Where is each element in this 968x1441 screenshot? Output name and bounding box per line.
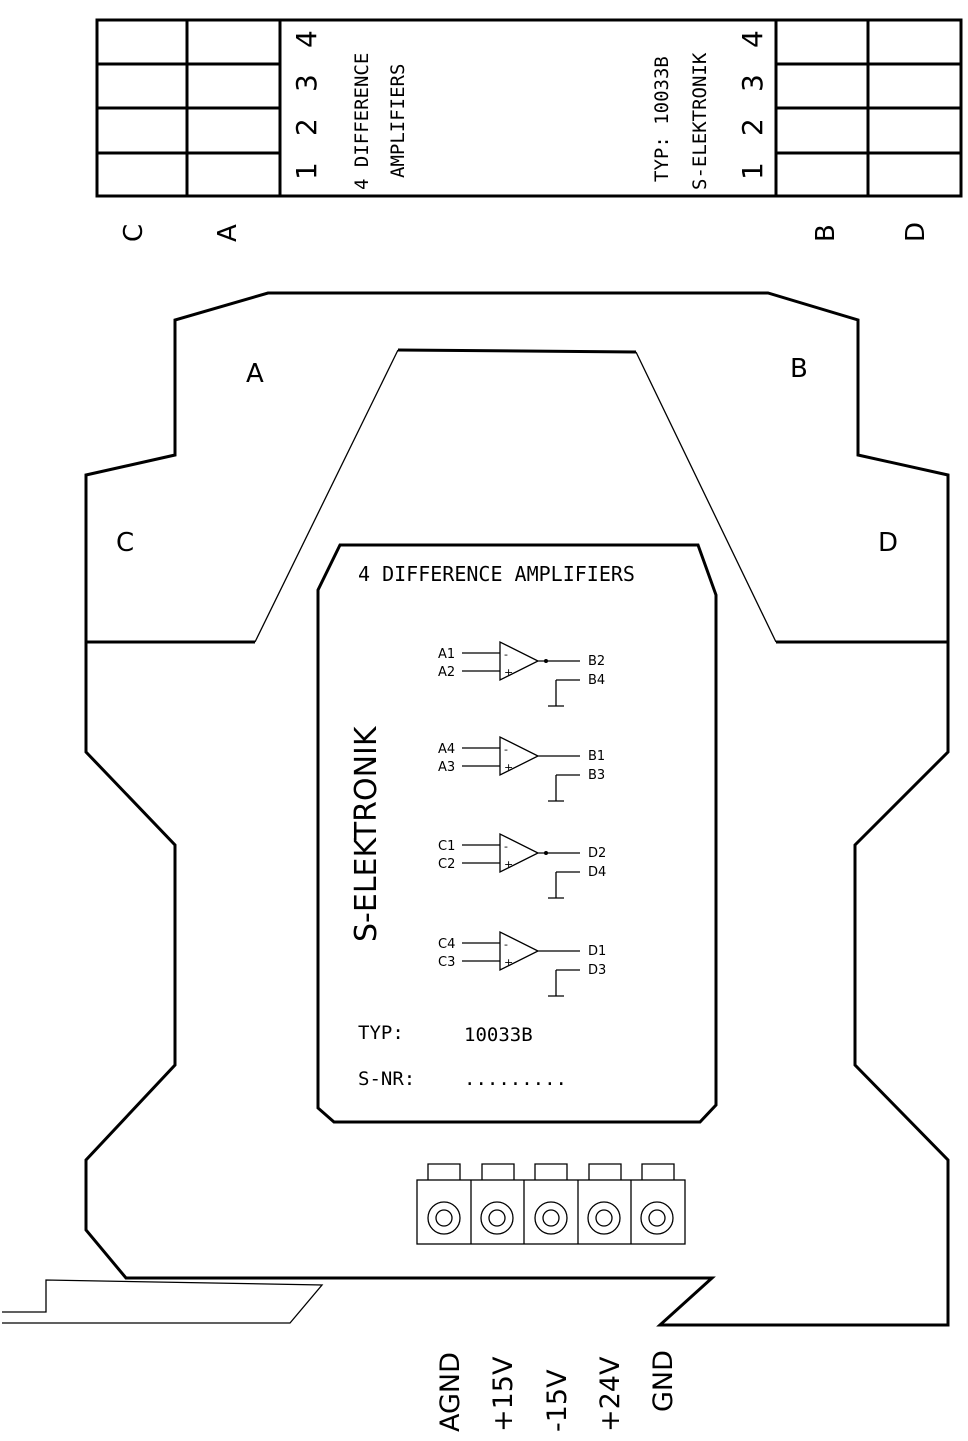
strip-right-number-1: 1: [736, 162, 769, 180]
panel-typ-value: 10033B: [464, 1024, 533, 1046]
amp-2-output: B1: [588, 749, 605, 764]
din-rail-clip: [2, 1279, 324, 1324]
amp-4-input-plus: C3: [438, 955, 455, 970]
power-labels: AGND +15V -15V +24V GND: [435, 1350, 679, 1432]
strip-typ: TYP: 10033B: [651, 56, 673, 182]
power-terminal-block: AGND +15V -15V +24V GND: [416, 1163, 686, 1432]
housing-right-slope: [635, 351, 777, 643]
housing-label-c: C: [116, 528, 134, 558]
housing-left-slope: [254, 349, 399, 643]
amp-3-reference: D4: [588, 865, 606, 880]
strip-column-label-b: B: [811, 224, 841, 242]
power-label-agnd: AGND: [435, 1352, 466, 1432]
svg-text:+: +: [504, 666, 513, 679]
panel-snr-label: S-NR:: [358, 1068, 415, 1090]
terminal-block-outline: [416, 1179, 686, 1245]
panel-title: 4 DIFFERENCE AMPLIFIERS: [358, 562, 635, 586]
housing-label-b: B: [790, 354, 808, 384]
strip-subtitle: AMPLIFIERS: [387, 64, 409, 178]
amplifier-4: C4 C3 - + D1 D3: [438, 930, 606, 997]
housing-label-a: A: [246, 359, 264, 389]
svg-text:+: +: [504, 761, 513, 774]
amp-2-reference: B3: [588, 768, 605, 783]
power-label-gnd: GND: [648, 1350, 679, 1412]
screw-terminal-5[interactable]: [640, 1201, 674, 1235]
strip-title: 4 DIFFERENCE: [351, 53, 373, 190]
terminal-block-tabs: [427, 1163, 675, 1180]
strip-column-label-c: C: [119, 224, 149, 242]
screw-terminal-3[interactable]: [534, 1201, 568, 1235]
svg-text:-: -: [504, 743, 508, 756]
screw-terminal-1[interactable]: [427, 1201, 461, 1235]
strip-column-label-d: D: [901, 222, 931, 242]
svg-text:-: -: [504, 648, 508, 661]
strip-right-number-3: 3: [736, 74, 769, 92]
strip-column-labels: C A B D: [119, 222, 931, 242]
housing-label-d: D: [878, 528, 898, 558]
amplifier-1: A1 A2 - + B2 B4: [438, 640, 605, 707]
housing: A B C D: [2, 291, 950, 1327]
amplifier-2: A4 A3 - + B1 B3: [438, 735, 605, 802]
svg-text:+: +: [504, 956, 513, 969]
strip-column-label-a: A: [213, 224, 243, 242]
amp-1-output: B2: [588, 654, 605, 669]
amplifier-3: C1 C2 - + D2 D4: [438, 832, 606, 899]
amp-4-input-minus: C4: [438, 937, 455, 952]
panel-typ-label: TYP:: [358, 1022, 404, 1044]
power-label-plus24v: +24V: [595, 1356, 626, 1432]
housing-outline: [84, 291, 950, 1327]
strip-left-number-3: 3: [290, 74, 323, 92]
strip-brand: S-ELEKTRONIK: [689, 52, 711, 190]
strip-right-numbers: 1 2 3 4: [736, 30, 769, 180]
strip-left-number-4: 4: [290, 30, 323, 48]
svg-text:-: -: [504, 938, 508, 951]
power-label-minus15v: -15V: [542, 1369, 573, 1432]
amp-4-reference: D3: [588, 963, 606, 978]
svg-text:-: -: [504, 840, 508, 853]
housing-top-ridge: [397, 348, 637, 354]
amp-4-output: D1: [588, 944, 606, 959]
svg-text:+: +: [504, 858, 513, 871]
amp-3-input-plus: C2: [438, 857, 455, 872]
strip-left-number-1: 1: [290, 162, 323, 180]
screw-terminal-4[interactable]: [587, 1201, 621, 1235]
panel-brand: S-ELEKTRONIK: [349, 725, 384, 942]
amp-1-input-plus: A2: [438, 665, 455, 680]
amp-3-output: D2: [588, 846, 606, 861]
strip-right-number-4: 4: [736, 30, 769, 48]
panel-snr-value: .........: [464, 1068, 567, 1090]
amp-2-input-plus: A3: [438, 760, 455, 775]
power-label-plus15v: +15V: [488, 1356, 519, 1432]
strip-left-number-2: 2: [290, 118, 323, 136]
strip-right-number-2: 2: [736, 118, 769, 136]
amp-2-input-minus: A4: [438, 742, 455, 757]
amp-1-reference: B4: [588, 673, 605, 688]
front-panel: 4 DIFFERENCE AMPLIFIERS S-ELEKTRONIK A1 …: [316, 543, 718, 1124]
screw-terminal-2[interactable]: [480, 1201, 514, 1235]
amp-3-input-minus: C1: [438, 839, 455, 854]
terminal-strip: 1 2 3 4 4 DIFFERENCE AMPLIFIERS TYP: 100…: [95, 18, 963, 242]
strip-left-numbers: 1 2 3 4: [290, 30, 323, 180]
front-panel-outline: [316, 543, 718, 1124]
amp-1-input-minus: A1: [438, 647, 455, 662]
